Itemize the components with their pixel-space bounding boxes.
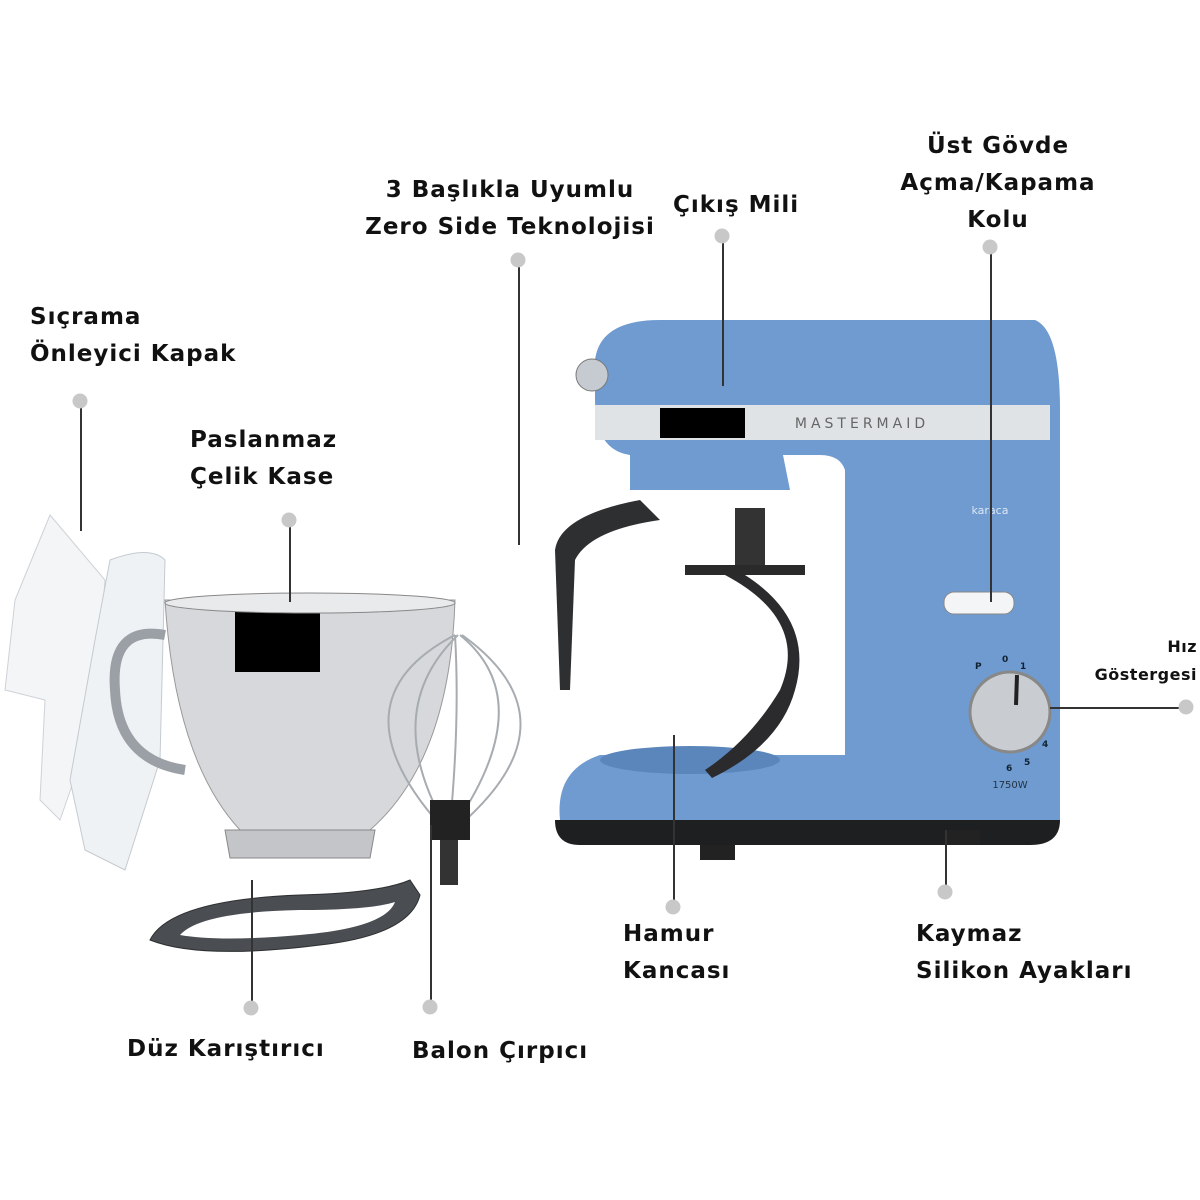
label-line: 3 Başlıkla Uyumlu <box>385 177 635 203</box>
leader-line <box>1050 707 1186 709</box>
splash-guard <box>4 514 166 871</box>
label-line: Kancası <box>623 958 731 984</box>
dial-mark: P <box>975 662 982 672</box>
label-line: Açma/Kapama <box>900 170 1096 196</box>
dough-hook <box>555 500 805 778</box>
power-rating: 1750W <box>992 780 1027 791</box>
dial-mark: 5 <box>1024 758 1031 768</box>
callout-dot <box>243 1000 259 1016</box>
dial-mark: 6 <box>1006 764 1013 774</box>
callout-balloon-whisk: Balon Çırpıcı <box>412 1033 588 1070</box>
callout-silicone-feet: Kaymaz Silikon Ayakları <box>916 916 1133 990</box>
brand-band-text: MASTERMAID <box>795 416 929 432</box>
label-line: Önleyici Kapak <box>30 341 237 367</box>
steel-bowl <box>109 592 456 859</box>
leader-line <box>289 520 291 602</box>
leader-line <box>80 401 82 531</box>
leader-line <box>251 880 253 1008</box>
callout-flat-beater: Düz Karıştırıcı <box>127 1031 325 1068</box>
callout-dot <box>665 899 681 915</box>
callout-head-lever: Üst Gövde Açma/Kapama Kolu <box>880 128 1116 239</box>
leader-line <box>430 825 432 1007</box>
stand-mixer-body <box>555 320 1060 860</box>
flat-beater <box>149 879 421 952</box>
callout-dot <box>982 239 998 255</box>
leader-line <box>518 260 520 545</box>
callout-dot <box>510 252 526 268</box>
callout-dot <box>937 884 953 900</box>
label-line: Göstergesi <box>1094 665 1197 684</box>
label-line: Kaymaz <box>916 921 1023 947</box>
callout-dough-hook: Hamur Kancası <box>623 916 730 990</box>
balloon-whisk <box>387 634 522 885</box>
callout-dot <box>1178 699 1194 715</box>
leader-line <box>990 247 992 602</box>
label-line: Sıçrama <box>30 304 142 330</box>
leader-line <box>673 735 675 907</box>
label-line: Balon Çırpıcı <box>412 1038 589 1064</box>
label-line: Düz Karıştırıcı <box>127 1036 325 1062</box>
label-line: Paslanmaz <box>190 427 338 453</box>
dial-mark: 1 <box>1020 662 1027 672</box>
label-line: Çelik Kase <box>190 464 335 490</box>
label-line: Hamur <box>623 921 715 947</box>
callout-zero-side: 3 Başlıkla Uyumlu Zero Side Teknolojisi <box>360 172 660 246</box>
callout-dot <box>72 393 88 409</box>
leader-line <box>945 830 947 892</box>
callout-speed-indicator: Hız Göstergesi <box>1095 633 1197 689</box>
label-line: Zero Side Teknolojisi <box>365 214 655 240</box>
callout-dot <box>281 512 297 528</box>
dial-mark: 0 <box>1002 655 1009 665</box>
callout-splash-guard: Sıçrama Önleyici Kapak <box>30 299 236 373</box>
label-line: Hız <box>1167 637 1197 656</box>
label-line: Çıkış Mili <box>673 192 800 218</box>
label-line: Kolu <box>967 207 1029 233</box>
callout-dot <box>714 228 730 244</box>
callout-output-shaft: Çıkış Mili <box>673 187 799 224</box>
dial-mark: 4 <box>1042 740 1049 750</box>
label-line: Silikon Ayakları <box>916 958 1133 984</box>
callout-steel-bowl: Paslanmaz Çelik Kase <box>190 422 337 496</box>
leader-line <box>722 236 724 386</box>
label-line: Üst Gövde <box>926 133 1070 159</box>
callout-dot <box>422 999 438 1015</box>
